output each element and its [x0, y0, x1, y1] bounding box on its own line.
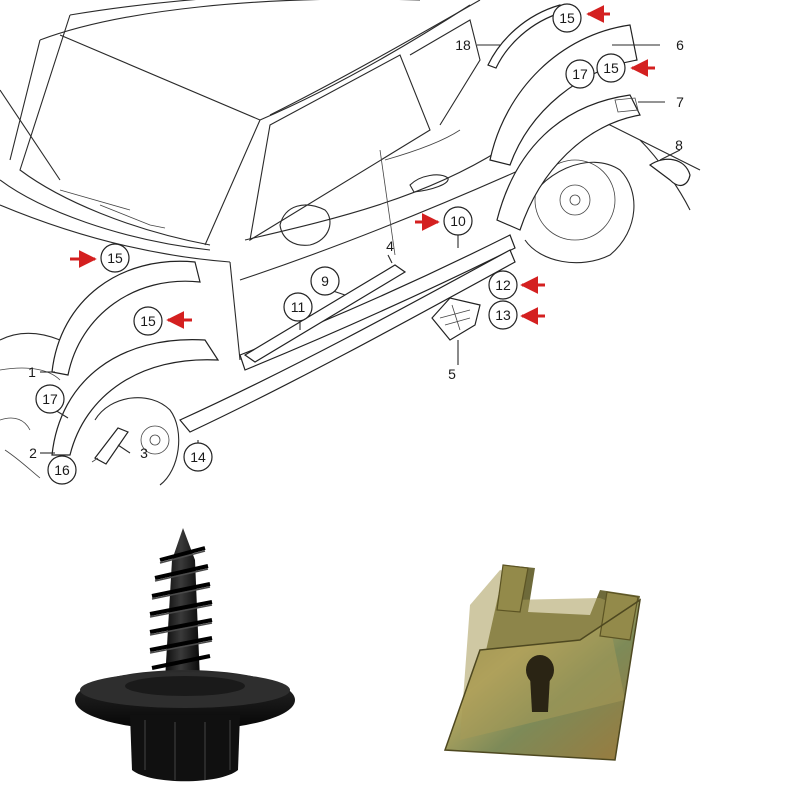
label-4: 4 — [386, 238, 394, 254]
part-10-side-skirt-upper — [239, 234, 516, 371]
callout-12: 12 — [488, 270, 518, 300]
part-7-rear-arch-lower — [496, 94, 641, 231]
callout-10: 10 — [443, 206, 473, 236]
part-8-trim-end — [648, 158, 691, 187]
part-1-front-arch — [51, 260, 201, 376]
label-8: 8 — [675, 137, 683, 153]
label-15-top: 15 — [559, 10, 575, 26]
callout-9: 9 — [310, 266, 340, 296]
svg-text:14: 14 — [190, 449, 206, 465]
part-14-side-skirt-lower — [179, 249, 516, 433]
callout-17-front: 17 — [35, 384, 65, 414]
svg-text:11: 11 — [291, 299, 306, 315]
svg-text:15: 15 — [603, 60, 619, 76]
label-3: 3 — [140, 445, 148, 461]
label-18: 18 — [455, 37, 471, 53]
svg-text:9: 9 — [321, 273, 329, 289]
label-1: 1 — [28, 364, 36, 380]
label-2: 2 — [29, 445, 37, 461]
label-6: 6 — [676, 37, 684, 53]
part-5-clip — [431, 297, 481, 341]
callout-15-rear: 15 — [596, 53, 626, 83]
label-7: 7 — [676, 94, 684, 110]
u-nut-clip-photo — [443, 564, 642, 761]
callout-16: 16 — [47, 455, 77, 485]
part-3-trim-piece — [94, 427, 129, 465]
callout-15-front-top: 15 — [100, 243, 130, 273]
svg-text:16: 16 — [54, 462, 70, 478]
svg-text:15: 15 — [140, 313, 156, 329]
red-arrows — [70, 5, 655, 329]
svg-text:12: 12 — [495, 277, 511, 293]
car-body-outline — [0, 0, 701, 486]
part-2-front-arch-lower — [51, 339, 220, 456]
callout-13: 13 — [488, 300, 518, 330]
screw-photo — [75, 528, 295, 782]
svg-text:17: 17 — [572, 66, 588, 82]
callout-15-front-mid: 15 — [133, 306, 163, 336]
callout-17-rear: 17 — [565, 59, 595, 89]
callout-14: 14 — [183, 442, 213, 472]
label-5: 5 — [448, 366, 456, 382]
svg-text:10: 10 — [450, 213, 466, 229]
svg-text:15: 15 — [107, 250, 123, 266]
svg-text:17: 17 — [42, 391, 58, 407]
callout-15-top: 15 — [552, 3, 582, 33]
leader-lines — [40, 44, 681, 454]
callout-11: 11 — [283, 292, 313, 322]
svg-text:13: 13 — [495, 307, 511, 323]
